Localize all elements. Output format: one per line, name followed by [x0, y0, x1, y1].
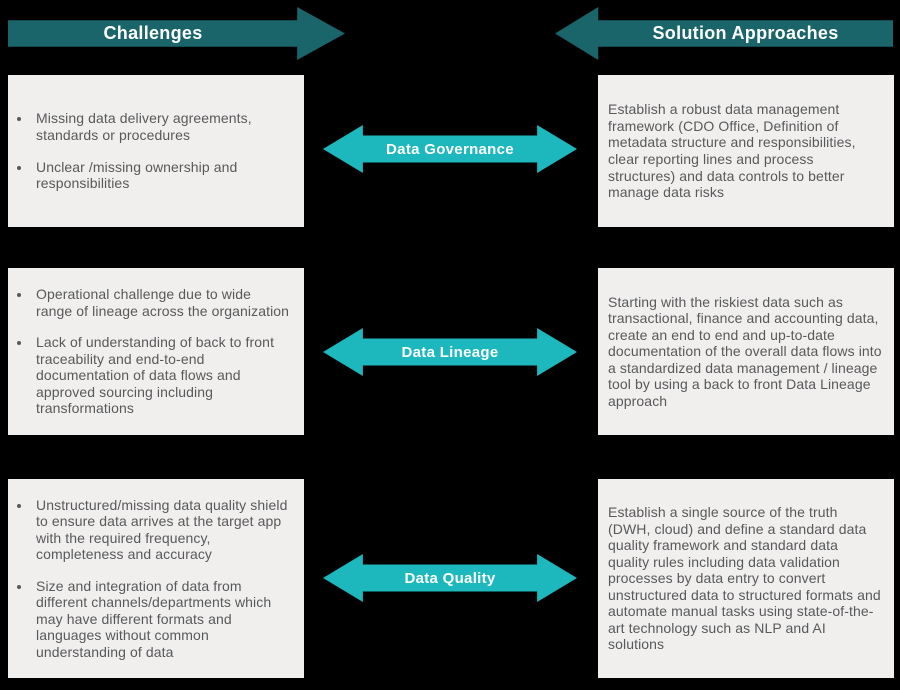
challenge-item: Operational challenge due to wide range …: [32, 286, 290, 319]
solutions-header-label: Solution Approaches: [652, 23, 839, 43]
challenge-list-governance: Missing data delivery agreements, standa…: [8, 110, 304, 191]
topic-arrow-quality: Data Quality: [323, 554, 577, 602]
challenges-box-quality: Unstructured/missing data quality shield…: [8, 479, 304, 678]
challenge-item: Unstructured/missing data quality shield…: [32, 497, 290, 563]
challenges-box-lineage: Operational challenge due to wide range …: [8, 268, 304, 435]
topic-arrow-governance: Data Governance: [323, 125, 577, 173]
solution-box-lineage: Starting with the riskiest data such as …: [598, 268, 894, 435]
challenge-item: Missing data delivery agreements, standa…: [32, 110, 290, 143]
topic-label-quality: Data Quality: [404, 569, 496, 587]
solution-box-governance: Establish a robust data management frame…: [598, 75, 894, 227]
topic-arrow-lineage: Data Lineage: [323, 328, 577, 376]
challenge-item: Lack of understanding of back to front t…: [32, 334, 290, 417]
solution-text-quality: Establish a single source of the truth (…: [608, 504, 881, 653]
solution-text-lineage: Starting with the riskiest data such as …: [608, 293, 882, 409]
solution-box-quality: Establish a single source of the truth (…: [598, 479, 894, 678]
challenge-list-lineage: Operational challenge due to wide range …: [8, 286, 304, 417]
challenges-box-governance: Missing data delivery agreements, standa…: [8, 75, 304, 227]
challenge-item: Size and integration of data from differ…: [32, 578, 290, 661]
challenges-header-label: Challenges: [103, 23, 203, 43]
topic-label-governance: Data Governance: [386, 140, 514, 158]
challenge-item: Unclear /missing ownership and responsib…: [32, 159, 290, 192]
challenge-list-quality: Unstructured/missing data quality shield…: [8, 497, 304, 661]
solutions-header-arrow: Solution Approaches: [555, 7, 893, 60]
solution-text-governance: Establish a robust data management frame…: [608, 101, 856, 201]
challenges-header-arrow: Challenges: [8, 7, 345, 60]
topic-label-lineage: Data Lineage: [401, 343, 499, 361]
